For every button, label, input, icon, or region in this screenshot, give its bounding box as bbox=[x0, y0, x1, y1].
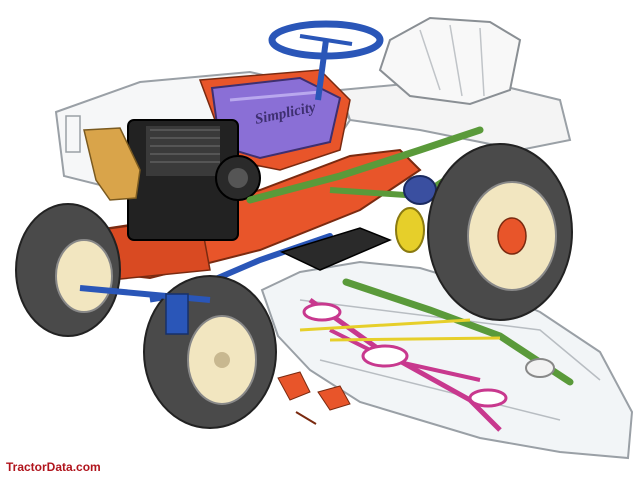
steering-wheel bbox=[268, 20, 384, 101]
front-axle bbox=[79, 285, 211, 335]
deck-pulley-center bbox=[361, 344, 409, 368]
seat bbox=[378, 16, 522, 106]
rear-wheel bbox=[427, 143, 573, 321]
mower-deck bbox=[260, 260, 634, 460]
deck-pulley-left bbox=[302, 302, 342, 322]
exhaust-muffler bbox=[83, 127, 141, 201]
front-left-wheel bbox=[15, 203, 121, 337]
engine bbox=[127, 119, 261, 241]
deck-rear-pulley bbox=[525, 358, 555, 378]
deck-pulley-right bbox=[468, 388, 508, 408]
foot-platform bbox=[279, 227, 392, 271]
hood-grille bbox=[65, 115, 81, 153]
deck-hitch-brackets bbox=[277, 371, 351, 425]
watermark: TractorData.com bbox=[6, 460, 101, 474]
